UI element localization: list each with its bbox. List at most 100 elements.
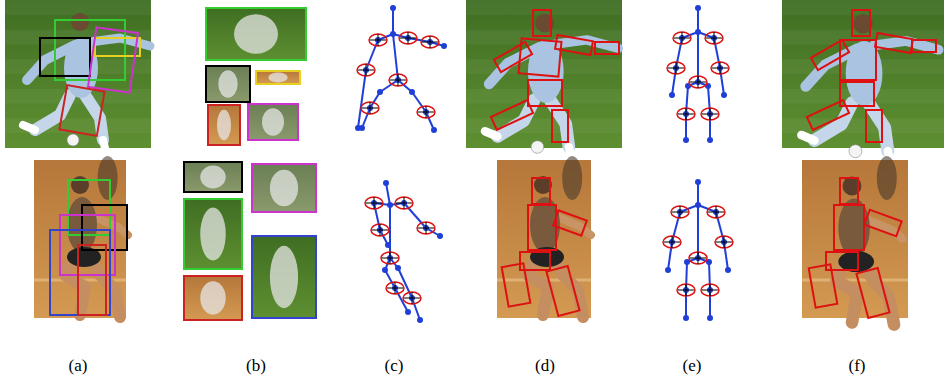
photo <box>466 0 622 155</box>
joint-ellipse <box>701 108 719 120</box>
training-patch <box>184 276 242 320</box>
joint-ellipse <box>673 32 691 44</box>
patch-figure <box>200 166 226 189</box>
panel-label: (c) <box>372 356 416 376</box>
grass-stripe <box>5 0 151 15</box>
joint-cross <box>412 292 413 304</box>
joint-ellipse <box>386 282 404 294</box>
grass-stripe <box>782 118 944 133</box>
bone <box>408 38 430 42</box>
limb <box>569 147 571 155</box>
joint <box>721 92 727 98</box>
joint-ellipse <box>667 62 685 74</box>
bone <box>668 242 672 270</box>
joint <box>431 127 437 133</box>
part-box <box>82 205 127 250</box>
patch-figure <box>268 73 287 83</box>
part-box <box>95 38 140 56</box>
photo <box>34 156 128 318</box>
panel-label: (f) <box>835 356 879 376</box>
joint-ellipse <box>357 64 375 76</box>
patch-image <box>248 104 298 140</box>
part-box <box>546 266 579 316</box>
ball <box>531 141 544 154</box>
joint <box>390 5 396 11</box>
patch-image <box>206 66 250 102</box>
panel-label: (b) <box>234 356 278 376</box>
part-box <box>856 268 889 318</box>
joint <box>417 317 423 323</box>
joint <box>383 180 389 186</box>
bone <box>672 68 676 95</box>
training-patch <box>252 164 316 212</box>
patch-figure <box>200 207 226 260</box>
joint-ellipse <box>395 197 413 209</box>
joint-cross <box>426 106 427 118</box>
joint <box>387 202 393 208</box>
part-box <box>532 178 550 204</box>
part-box <box>68 180 110 235</box>
grass-stripe <box>466 0 622 15</box>
joint <box>385 242 391 248</box>
patch-border <box>248 104 298 140</box>
limb <box>801 135 814 140</box>
part-box <box>40 38 90 76</box>
patch-image <box>252 164 316 212</box>
background-figure <box>877 156 897 200</box>
joint-cross <box>714 32 715 44</box>
pose-skeleton <box>667 5 729 143</box>
patch-figure <box>200 281 226 314</box>
patch-figure <box>270 170 298 206</box>
joint <box>725 267 731 273</box>
photo-ground <box>782 0 944 148</box>
photo <box>802 156 908 325</box>
patch-figure <box>270 246 298 308</box>
joint-ellipse <box>677 108 695 120</box>
bone <box>697 32 699 82</box>
joint-ellipse <box>369 34 387 46</box>
bone <box>697 205 699 258</box>
joint-cross <box>426 222 427 234</box>
part-box <box>552 110 568 142</box>
joint-cross <box>390 252 391 264</box>
joint-cross <box>710 284 711 296</box>
part-box <box>840 178 858 204</box>
joint-ellipse <box>361 102 379 114</box>
joint-cross <box>370 102 371 114</box>
joint-cross <box>716 206 717 218</box>
joint-cross <box>710 108 711 120</box>
joint <box>683 137 689 143</box>
joint-ellipse <box>707 206 725 218</box>
joint <box>359 125 365 131</box>
joint-cross <box>698 252 699 264</box>
joint-ellipse <box>365 197 383 209</box>
bone <box>697 8 699 32</box>
joint-ellipse <box>677 284 695 296</box>
pose-skeleton <box>663 179 733 321</box>
ball <box>849 145 862 158</box>
patch-border <box>184 199 242 269</box>
patch-image <box>206 8 306 60</box>
background-figure <box>562 156 582 200</box>
patch-image <box>184 276 242 320</box>
photo <box>5 0 151 148</box>
joint <box>695 179 701 185</box>
joint-ellipse <box>421 36 439 48</box>
ball <box>67 134 79 146</box>
bone <box>720 68 724 95</box>
joint-ellipse <box>705 32 723 44</box>
training-patch <box>252 236 316 318</box>
joint-cross <box>408 32 409 44</box>
joint-cross <box>680 206 681 218</box>
patch-figure <box>262 108 284 135</box>
joint-ellipse <box>403 292 421 304</box>
joint-ellipse <box>381 252 399 264</box>
joint <box>707 315 713 321</box>
training-patch <box>208 105 240 145</box>
part-box <box>491 100 533 130</box>
joint-cross <box>398 74 399 86</box>
part-box <box>809 264 838 307</box>
panel-label: (a) <box>56 356 100 376</box>
patch-image <box>184 199 242 269</box>
patch-border <box>252 236 316 318</box>
